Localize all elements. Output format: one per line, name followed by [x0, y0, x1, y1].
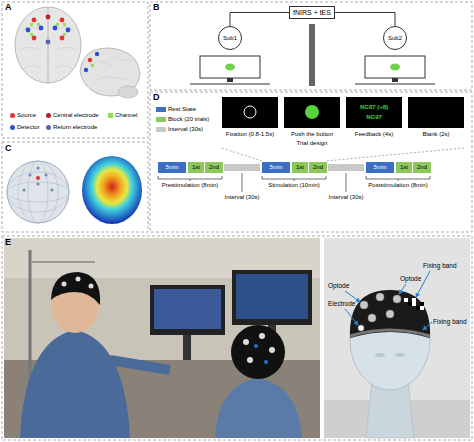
legend-swatch: [156, 117, 166, 122]
subject-head: Sub1: [218, 26, 242, 50]
legend-swatch: [46, 125, 51, 130]
legend-text: Channel: [115, 112, 137, 119]
node-text: 1st: [296, 164, 304, 171]
block-box: 1st: [396, 162, 412, 173]
node-text: Sub1: [223, 35, 237, 42]
block-box: 5min: [366, 162, 394, 173]
annotation-label: Interval (30s): [224, 194, 259, 201]
connector-line: [230, 13, 289, 27]
block-box: 1st: [292, 162, 308, 173]
panel-letter: E: [5, 238, 11, 248]
annotation-label: NG97: [366, 114, 382, 121]
annotation-label: Trial design: [297, 140, 328, 147]
legend-text: Rest State: [168, 106, 196, 113]
annotation-label: NG87 (+8): [360, 104, 388, 111]
annotation-label: Feedback (4s): [355, 131, 393, 138]
node-text: 1st: [192, 164, 200, 171]
legend-text: Central electrode: [53, 112, 99, 119]
node-text: Sub2: [388, 35, 402, 42]
annotation-label: Poststimulation (8min): [368, 182, 427, 189]
node-text: 5min: [373, 164, 386, 171]
block-box: 2nd: [205, 162, 223, 173]
annotation-label: Prestimulation (8min): [162, 182, 219, 189]
block-box: 2nd: [413, 162, 431, 173]
panel-letter: A: [5, 3, 12, 13]
node-text: 1st: [400, 164, 408, 171]
subject-head: Sub2: [383, 26, 407, 50]
annotation-label: Fixing band: [433, 318, 467, 325]
legend-text: Detector: [17, 124, 40, 131]
connector-line: [335, 13, 395, 27]
annotation-label: Optode: [400, 275, 421, 282]
annotation-label: Fixing band: [423, 262, 457, 269]
legend-swatch: [156, 107, 166, 112]
node-text: 2nd: [417, 164, 427, 171]
block-box: 2nd: [309, 162, 327, 173]
node-text: 5min: [165, 164, 178, 171]
legend-swatch: [108, 113, 113, 118]
block-box: 5min: [262, 162, 290, 173]
node-text: 2nd: [313, 164, 323, 171]
annotation-label: Stimulation (10min): [268, 182, 320, 189]
node-text: 5min: [269, 164, 282, 171]
block-box: 1st: [188, 162, 204, 173]
node-text: 2nd: [209, 164, 219, 171]
block-box: 5min: [158, 162, 186, 173]
legend-swatch: [156, 127, 166, 132]
panel-letter: D: [153, 93, 160, 103]
node-text: fNIRS + tES: [293, 9, 331, 17]
legend-text: Return electrode: [53, 124, 97, 131]
legend-swatch: [46, 113, 51, 118]
panel-letter: C: [5, 144, 12, 154]
annotation-label: Fixation (0.8-1.5s): [226, 131, 274, 138]
annotation-label: Optode: [328, 282, 349, 289]
legend-text: Block (20 trials): [168, 116, 209, 123]
annotation-label: Push the button: [291, 131, 333, 138]
annotation-label: Electrode: [328, 300, 355, 307]
legend-swatch: [10, 125, 15, 130]
legend-swatch: [10, 113, 15, 118]
annotation-label: Blank (2s): [422, 131, 449, 138]
legend-text: Source: [17, 112, 36, 119]
annotation-label: Interval (30s): [328, 194, 363, 201]
block-box: fNIRS + tES: [289, 6, 335, 19]
panel-letter: B: [153, 3, 160, 13]
legend-text: Interval (30s): [168, 126, 203, 133]
